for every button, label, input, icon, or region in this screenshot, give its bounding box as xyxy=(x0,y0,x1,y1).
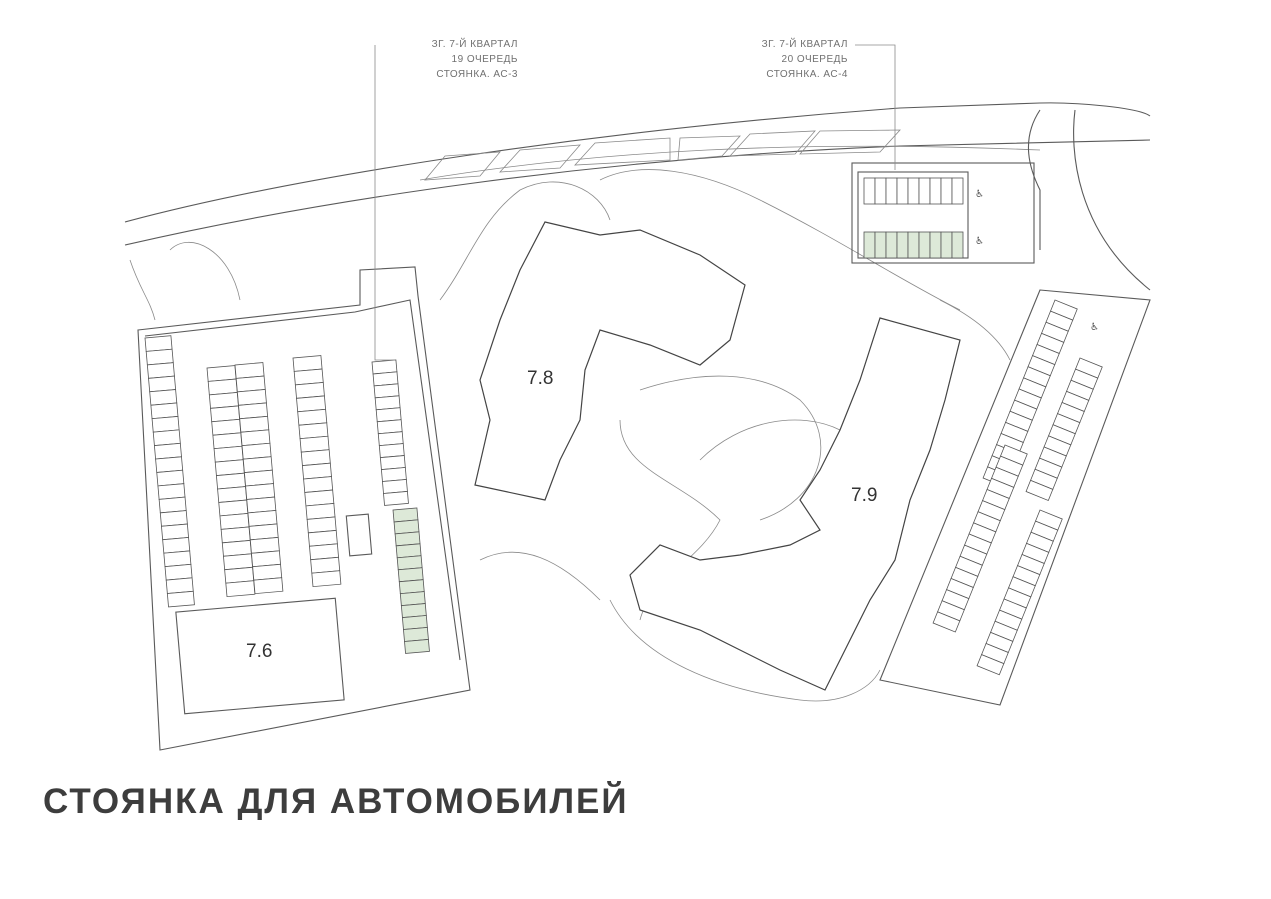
callout-ac3: ЗГ. 7-Й КВАРТАЛ 19 ОЧЕРЕДЬ СТОЯНКА. АС-3 xyxy=(395,37,518,82)
parking-slot xyxy=(152,429,181,447)
parking-slot xyxy=(951,231,964,259)
parking-slot xyxy=(863,231,876,259)
parking-slot xyxy=(896,231,909,259)
parking-slot xyxy=(929,231,942,259)
parking-slot xyxy=(161,523,189,541)
callout-ac3-line2: 19 ОЧЕРЕДЬ xyxy=(451,54,518,65)
building-label-7-8: 7.8 xyxy=(527,368,554,389)
callout-ac4-line1: ЗГ. 7-Й КВАРТАЛ xyxy=(761,39,848,50)
parking-slot xyxy=(311,570,342,588)
parking-slot xyxy=(148,375,177,393)
parking-slot xyxy=(166,590,195,608)
road-medians xyxy=(424,129,901,181)
parking-slot xyxy=(918,231,931,259)
building-label-7-9: 7.9 xyxy=(851,485,878,506)
parking-slot xyxy=(153,442,182,460)
parking-slots-right xyxy=(932,299,1103,676)
svg-text:♿: ♿ xyxy=(975,236,984,247)
callout-leaders xyxy=(374,44,896,361)
parking-slot xyxy=(932,611,961,633)
callout-ac4-line3: СТОЯНКА. АС-4 xyxy=(766,69,848,80)
callout-ac3-line1: ЗГ. 7-Й КВАРТАЛ xyxy=(431,39,518,50)
parking-lot-left xyxy=(137,266,471,751)
parking-slot xyxy=(918,177,931,205)
parking-slot xyxy=(863,177,876,205)
parking-slot xyxy=(150,402,179,420)
parking-slot xyxy=(907,231,920,259)
parking-slot xyxy=(155,456,184,473)
parking-slot xyxy=(907,177,920,205)
parking-slot xyxy=(158,496,187,514)
parking-slot xyxy=(225,580,256,598)
accessible-parking-icon: ♿ ♿ ♿ xyxy=(975,189,1099,333)
parking-slot xyxy=(951,177,964,205)
park-paths xyxy=(129,169,1011,702)
parking-slot xyxy=(165,577,194,594)
parking-slot xyxy=(404,638,430,654)
parking-slot xyxy=(940,177,953,205)
parking-slot xyxy=(896,177,909,205)
main-road xyxy=(124,102,1151,291)
parking-slot xyxy=(145,348,174,366)
parking-slot xyxy=(151,415,180,433)
building-7-8 xyxy=(474,221,746,501)
parking-slot xyxy=(940,231,953,259)
parking-lot-right xyxy=(879,289,1151,706)
parking-slot xyxy=(164,563,193,581)
parking-slot xyxy=(157,483,186,500)
parking-slot xyxy=(874,177,887,205)
parking-slot xyxy=(144,335,173,352)
callout-ac3-line3: СТОЯНКА. АС-3 xyxy=(436,69,518,80)
site-plan: ♿ ♿ ♿ xyxy=(124,44,1151,751)
parking-slot xyxy=(976,654,1005,676)
parking-slot xyxy=(149,389,178,406)
parking-slot xyxy=(146,362,175,379)
building-label-7-6: 7.6 xyxy=(246,641,273,662)
building-outlines xyxy=(474,221,961,691)
building-7-9 xyxy=(629,317,961,691)
parking-slot xyxy=(383,490,409,506)
parking-slot xyxy=(874,231,887,259)
svg-text:♿: ♿ xyxy=(975,189,984,200)
parking-slot xyxy=(156,469,185,487)
callout-ac4-line2: 20 ОЧЕРЕДЬ xyxy=(781,54,848,65)
parking-slot xyxy=(929,177,942,205)
parking-slot xyxy=(163,550,192,568)
svg-text:♿: ♿ xyxy=(1090,322,1099,333)
parking-slots-ac4 xyxy=(863,177,964,259)
parking-slot xyxy=(885,177,898,205)
page-title: СТОЯНКА ДЛЯ АВТОМОБИЛЕЙ xyxy=(43,782,629,821)
parking-slot xyxy=(1025,479,1054,502)
parking-slot xyxy=(162,537,191,554)
callout-ac4: ЗГ. 7-Й КВАРТАЛ 20 ОЧЕРЕДЬ СТОЯНКА. АС-4 xyxy=(720,37,848,82)
parking-slot xyxy=(253,577,284,595)
parking-slots-ac3 xyxy=(371,359,430,654)
parking-slot xyxy=(159,510,188,527)
parking-slots-left xyxy=(144,335,342,608)
parking-slot xyxy=(885,231,898,259)
